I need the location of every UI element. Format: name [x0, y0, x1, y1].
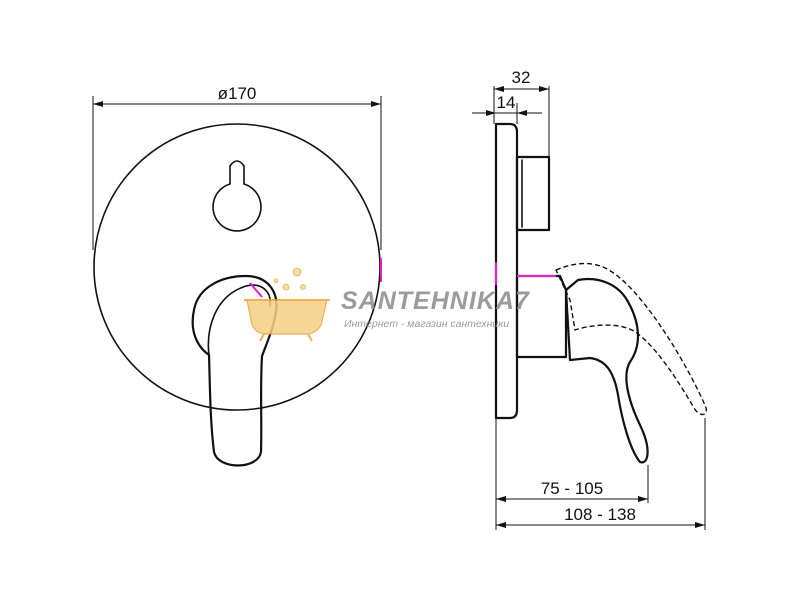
- range-inner-dimension: 75 - 105: [495, 418, 649, 530]
- front-view: ø170: [92, 84, 382, 467]
- depth-label: 32: [512, 68, 531, 87]
- watermark-tagline: Интернет - магазин сантехники: [344, 318, 509, 330]
- side-view: 32 14 75 - 105 108 - 138: [472, 68, 707, 530]
- lever-handle-raised: [555, 262, 707, 416]
- depth-dimension: 32: [493, 68, 550, 157]
- bathtub-logo: [244, 267, 330, 342]
- diameter-label: ø170: [218, 84, 257, 103]
- plate-label: 14: [497, 93, 516, 112]
- diverter-keyhole: [212, 160, 262, 232]
- lever-handle-front-inner: [207, 284, 271, 356]
- lever-handle-side: [564, 277, 649, 464]
- range-outer-dimension: 108 - 138: [496, 418, 706, 530]
- range-outer-label: 108 - 138: [564, 505, 636, 524]
- watermark-brand: SANTEHNIKA7: [341, 287, 530, 315]
- diameter-dimension: ø170: [92, 84, 382, 250]
- plate-dimension: 14: [472, 93, 542, 124]
- range-inner-label: 75 - 105: [541, 479, 603, 498]
- cover-plate: [93, 123, 381, 411]
- watermark: SANTEHNIKA7 Интернет - магазин сантехник…: [244, 267, 530, 342]
- side-diverter-knob: [515, 155, 551, 232]
- side-wall-plate: [494, 122, 519, 420]
